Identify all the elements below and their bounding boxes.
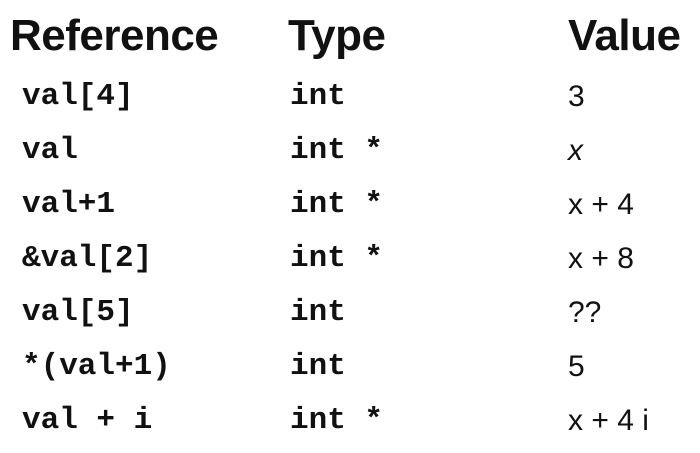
header-type: Type [288,11,386,60]
reference-cell: val [22,133,78,168]
table-row: &val[2] int * x + 8 [0,232,700,286]
type-cell: int [290,295,346,330]
reference-cell: val[4] [22,79,134,114]
value-cell: 3 [568,80,585,113]
reference-cell: val+1 [22,187,116,222]
value-cell: x + 8 [568,242,634,275]
reference-cell: &val[2] [22,241,153,276]
value-cell: x + 4 i [568,404,649,437]
type-cell: int * [290,187,384,222]
table-row: val+1 int * x + 4 [0,178,700,232]
value-cell: x + 4 [568,188,634,221]
header-reference: Reference [10,11,219,60]
table-row: val[4] int 3 [0,70,700,124]
reference-cell: *(val+1) [22,349,171,384]
header-value: Value [568,11,681,60]
table-row: val int * x [0,124,700,178]
type-cell: int * [290,403,384,438]
value-cell: x [568,134,583,167]
reference-cell: val[5] [22,295,134,330]
type-cell: int * [290,133,384,168]
table-row: val + i int * x + 4 i [0,394,700,448]
table-row: *(val+1) int 5 [0,340,700,394]
type-cell: int * [290,241,384,276]
value-cell: ?? [568,296,602,329]
value-cell: 5 [568,350,585,383]
table-row: val[5] int ?? [0,286,700,340]
type-cell: int [290,79,346,114]
type-cell: int [290,349,346,384]
reference-cell: val + i [22,403,153,438]
